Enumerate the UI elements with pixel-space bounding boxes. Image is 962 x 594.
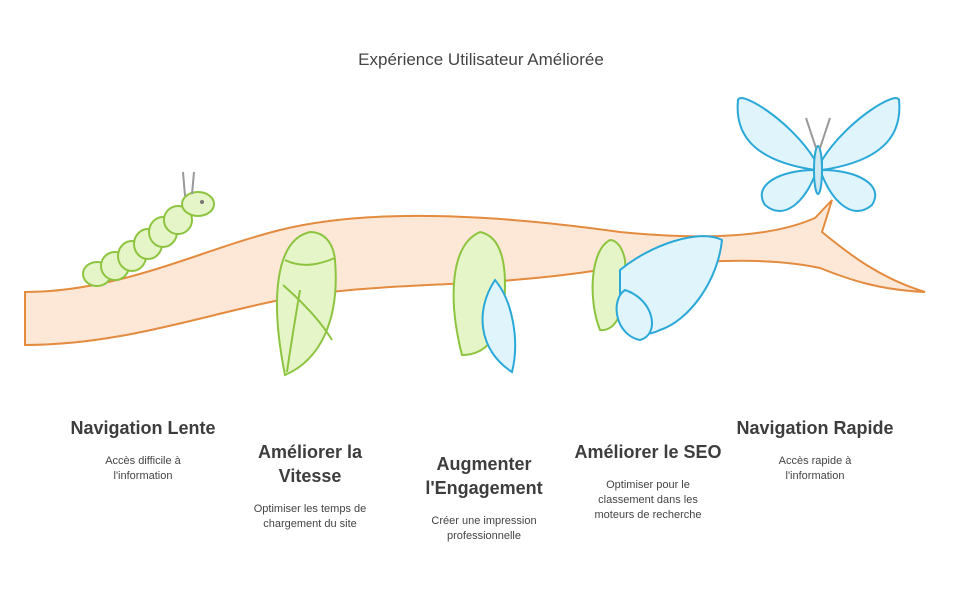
stage-augmenter-engagement: Augmenter l'Engagement Créer une impress… (399, 452, 569, 544)
chrysalis-icon (276, 230, 337, 377)
stage-title: Améliorer la Vitesse (257, 442, 363, 486)
diagram-title: Expérience Utilisateur Améliorée (358, 50, 604, 69)
stage-title: Navigation Rapide (736, 418, 894, 438)
stage-description: Optimiser pour le classement dans les mo… (594, 479, 702, 521)
stage-description: Créer une impression professionnelle (431, 515, 537, 542)
stage-ameliorer-vitesse: Améliorer la Vitesse Optimiser les temps… (225, 440, 395, 532)
stage-navigation-lente: Navigation Lente Accès difficile à l'inf… (58, 416, 228, 484)
stage-ameliorer-seo: Améliorer le SEO Optimiser pour le class… (563, 440, 733, 523)
chrysalis-emerging-icon (452, 230, 517, 374)
stage-description: Accès rapide à l'information (778, 455, 852, 482)
stage-navigation-rapide: Navigation Rapide Accès rapide à l'infor… (730, 416, 900, 484)
stage-description: Optimiser les temps de chargement du sit… (253, 503, 367, 530)
stage-title: Augmenter l'Engagement (425, 454, 543, 498)
butterfly-icon (736, 97, 901, 212)
stage-title: Améliorer le SEO (574, 442, 722, 462)
caterpillar-icon (82, 171, 215, 287)
butterfly-emerging-icon (591, 235, 724, 342)
stage-title: Navigation Lente (70, 418, 216, 438)
stage-description: Accès difficile à l'information (105, 455, 181, 482)
